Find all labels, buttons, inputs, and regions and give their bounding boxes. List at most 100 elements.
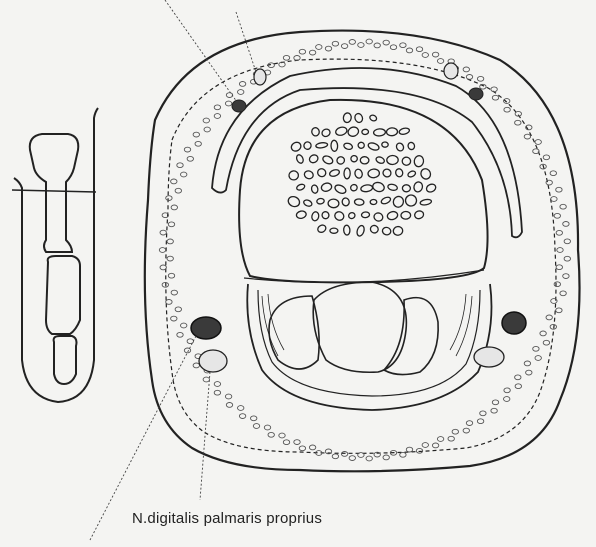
marrow-cell bbox=[303, 199, 313, 208]
fat-cell bbox=[349, 40, 355, 45]
marrow-cell bbox=[287, 195, 302, 209]
marrow-cell bbox=[343, 225, 350, 235]
marrow-cell bbox=[386, 210, 398, 220]
fat-cell bbox=[166, 196, 172, 201]
fat-cell bbox=[480, 411, 486, 416]
fat-cell bbox=[225, 101, 231, 106]
fat-cell bbox=[504, 99, 510, 104]
marrow-cell bbox=[382, 226, 392, 236]
fat-cell bbox=[437, 437, 443, 442]
fat-cell bbox=[524, 361, 530, 366]
fat-cell bbox=[279, 433, 285, 438]
fat-cell bbox=[557, 248, 563, 253]
fat-cell bbox=[477, 419, 483, 424]
fat-cell bbox=[466, 75, 472, 80]
palmar-artery-right bbox=[502, 312, 526, 334]
marrow-cell bbox=[354, 112, 364, 123]
marrow-cell bbox=[380, 196, 391, 205]
marrow-cell bbox=[419, 167, 432, 180]
fat-cell bbox=[349, 456, 355, 461]
marrow-cell bbox=[322, 154, 334, 165]
fat-cell bbox=[239, 82, 245, 87]
marrow-cell bbox=[369, 114, 378, 122]
fat-cell bbox=[325, 46, 331, 51]
fat-cell bbox=[283, 55, 289, 60]
marrow-cell bbox=[321, 211, 330, 220]
marrow-cell bbox=[336, 156, 346, 166]
fat-cell bbox=[203, 118, 209, 123]
marrow-cell bbox=[311, 211, 320, 221]
marrow-cell bbox=[296, 210, 307, 219]
marrow-cell bbox=[362, 129, 369, 135]
fat-cell bbox=[309, 445, 315, 450]
fat-cell bbox=[543, 155, 549, 160]
marrow-cell bbox=[372, 181, 386, 193]
bone-marrow bbox=[287, 112, 437, 237]
palmar-nerve-left bbox=[199, 350, 227, 372]
fat-cell bbox=[268, 432, 274, 437]
fat-cell bbox=[171, 179, 177, 184]
fat-cell bbox=[452, 429, 458, 434]
marrow-cell bbox=[413, 181, 424, 193]
marrow-cell bbox=[358, 142, 365, 149]
marrow-cell bbox=[392, 195, 405, 209]
fat-cell bbox=[341, 44, 347, 49]
fat-cell bbox=[195, 141, 201, 146]
fat-cell bbox=[546, 315, 552, 320]
marrow-cell bbox=[329, 169, 340, 178]
fat-cell bbox=[422, 443, 428, 448]
fat-cell bbox=[540, 331, 546, 336]
fat-cell bbox=[463, 428, 469, 433]
cross-section-outline bbox=[145, 31, 580, 472]
subcutaneous-fat bbox=[159, 39, 570, 461]
fat-cell bbox=[341, 452, 347, 457]
fat-cell bbox=[358, 453, 364, 458]
marrow-cell bbox=[395, 142, 405, 152]
marrow-cell bbox=[404, 193, 418, 207]
fat-cell bbox=[187, 339, 193, 344]
marrow-cell bbox=[420, 199, 432, 206]
fat-cell bbox=[432, 443, 438, 448]
nerve-label: N.digitalis palmaris proprius bbox=[132, 510, 322, 527]
fat-cell bbox=[283, 440, 289, 445]
marrow-cell bbox=[316, 224, 327, 234]
fat-cell bbox=[214, 114, 220, 119]
fat-cell bbox=[515, 384, 521, 389]
fat-cell bbox=[524, 134, 530, 139]
fat-cell bbox=[546, 180, 552, 185]
fat-cell bbox=[526, 370, 532, 375]
marrow-cell bbox=[350, 184, 358, 192]
marrow-cell bbox=[393, 226, 404, 236]
marrow-cell bbox=[368, 169, 380, 179]
marrow-cell bbox=[414, 210, 425, 220]
marrow-cell bbox=[331, 140, 338, 151]
fat-cell bbox=[416, 47, 422, 52]
marrow-cell bbox=[316, 142, 328, 149]
fat-cell bbox=[167, 239, 173, 244]
fat-cell bbox=[564, 239, 570, 244]
dorsal-nerve-left bbox=[254, 69, 266, 85]
fat-cell bbox=[504, 107, 510, 112]
marrow-cell bbox=[399, 127, 410, 135]
palmar-nerve-right bbox=[474, 347, 504, 367]
marrow-cell bbox=[425, 183, 437, 194]
fat-cell bbox=[563, 274, 569, 279]
dorsal-nerve-right bbox=[444, 63, 458, 79]
fat-cell bbox=[437, 59, 443, 64]
fat-cell bbox=[358, 43, 364, 48]
fat-cell bbox=[556, 308, 562, 313]
fat-cell bbox=[171, 290, 177, 295]
fat-cell bbox=[160, 265, 166, 270]
fat-cell bbox=[171, 316, 177, 321]
fat-cell bbox=[463, 67, 469, 72]
fat-cell bbox=[175, 188, 181, 193]
fat-cell bbox=[556, 230, 562, 235]
fat-cell bbox=[515, 120, 521, 125]
fat-cell bbox=[238, 90, 244, 95]
fat-cell bbox=[406, 447, 412, 452]
fat-cell bbox=[550, 171, 556, 176]
marrow-cell bbox=[367, 142, 380, 152]
fat-cell bbox=[492, 400, 498, 405]
marrow-cell bbox=[354, 199, 364, 206]
